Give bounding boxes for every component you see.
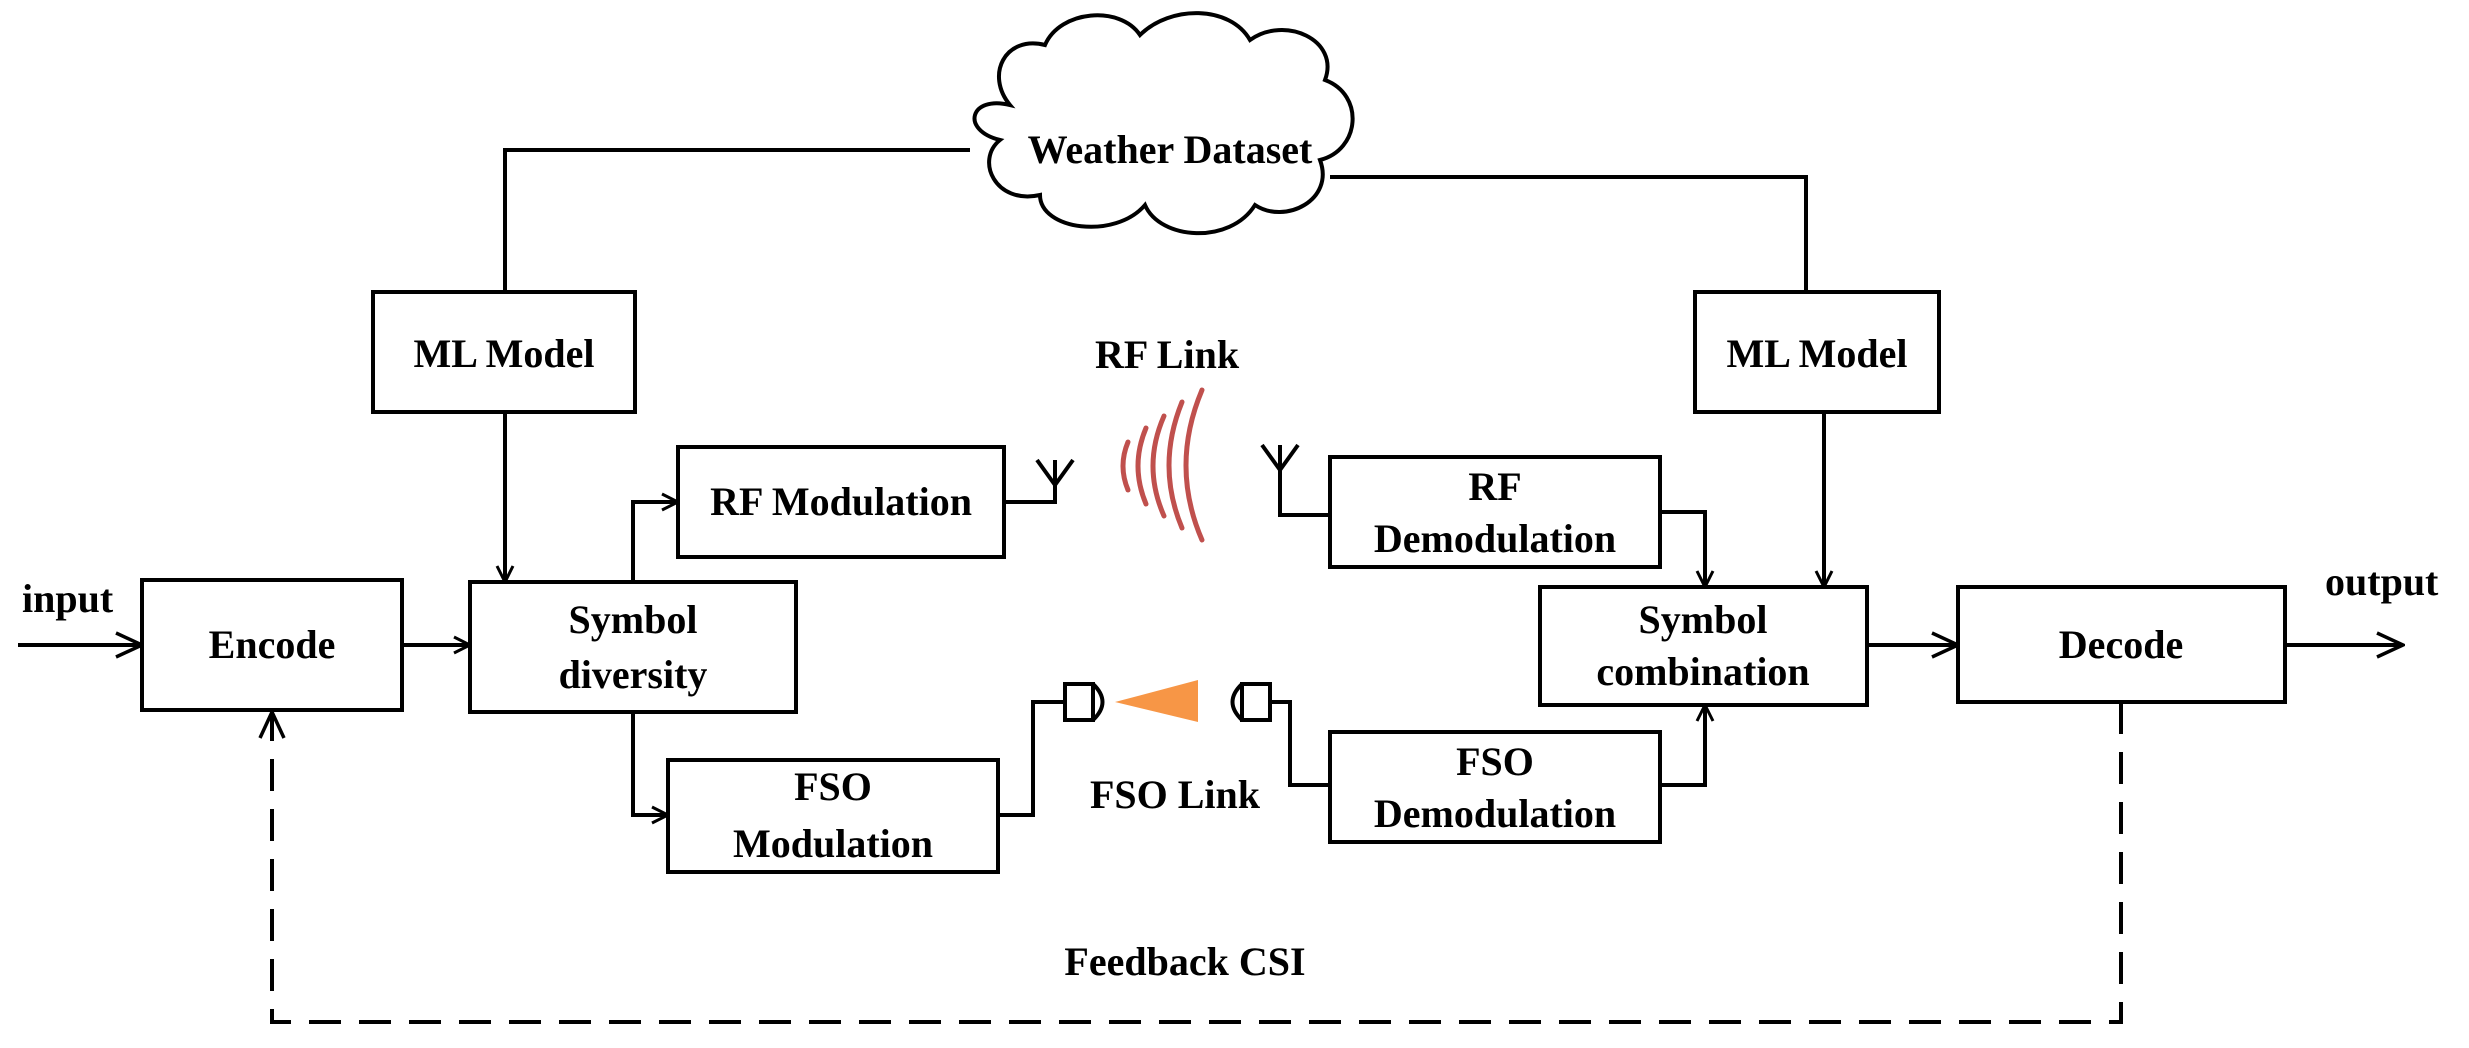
fso-tx-telescope-icon — [998, 682, 1105, 817]
rf-demodulation-label-2: Demodulation — [1374, 516, 1616, 561]
encode-block: Encode — [140, 578, 404, 712]
encode-label: Encode — [209, 622, 336, 667]
ml-model-left-label: ML Model — [413, 331, 594, 376]
ml-model-left-block: ML Model — [371, 290, 637, 414]
fso-demodulation-block: FSO Demodulation — [1328, 730, 1662, 844]
symbol-combination-label-1: Symbol — [1639, 597, 1768, 642]
symbol-combination-label-2: combination — [1596, 649, 1809, 694]
ml-model-right-block: ML Model — [1693, 290, 1941, 414]
symbol-diversity-label-2: diversity — [559, 652, 708, 697]
fso-demod-to-combination-arrow — [1660, 705, 1705, 787]
rf-link-label: RF Link — [1095, 332, 1240, 377]
fso-link-label: FSO Link — [1090, 772, 1261, 817]
diversity-to-rf-mod-arrow — [631, 502, 678, 582]
cloud-to-ml-left-line — [503, 148, 970, 292]
rf-waves-icon — [1120, 387, 1205, 543]
rf-demodulation-block: RF Demodulation — [1328, 455, 1662, 569]
fso-rx-telescope-icon — [1230, 682, 1330, 787]
weather-dataset-label: Weather Dataset — [1028, 127, 1313, 172]
fso-modulation-label-1: FSO — [794, 764, 872, 809]
rf-tx-antenna-icon — [1004, 458, 1075, 504]
feedback-csi-label: Feedback CSI — [1064, 939, 1305, 984]
decode-block: Decode — [1956, 585, 2287, 704]
fso-demodulation-label-1: FSO — [1456, 739, 1534, 784]
rf-rx-antenna-icon — [1260, 443, 1330, 517]
fso-demodulation-label-2: Demodulation — [1374, 791, 1616, 836]
rf-modulation-label: RF Modulation — [710, 479, 972, 524]
cloud-to-ml-right-line — [1330, 175, 1808, 292]
decode-label: Decode — [2059, 622, 2183, 667]
rf-modulation-block: RF Modulation — [676, 445, 1006, 559]
output-label: output — [2325, 559, 2439, 604]
symbol-diversity-label-1: Symbol — [569, 597, 698, 642]
fso-modulation-label-2: Modulation — [733, 821, 933, 866]
input-label: input — [22, 576, 114, 621]
ml-model-right-label: ML Model — [1726, 331, 1907, 376]
rf-demod-to-combination-arrow — [1660, 510, 1705, 587]
diversity-to-fso-mod-arrow — [631, 712, 668, 815]
fso-modulation-block: FSO Modulation — [666, 758, 1000, 874]
weather-dataset-cloud: Weather Dataset — [972, 11, 1355, 236]
feedback-csi-path — [272, 702, 2123, 1024]
rf-demodulation-label-1: RF — [1468, 464, 1521, 509]
symbol-diversity-block: Symbol diversity — [468, 580, 798, 714]
symbol-combination-block: Symbol combination — [1538, 585, 1869, 707]
fso-beam-icon — [1115, 680, 1198, 722]
